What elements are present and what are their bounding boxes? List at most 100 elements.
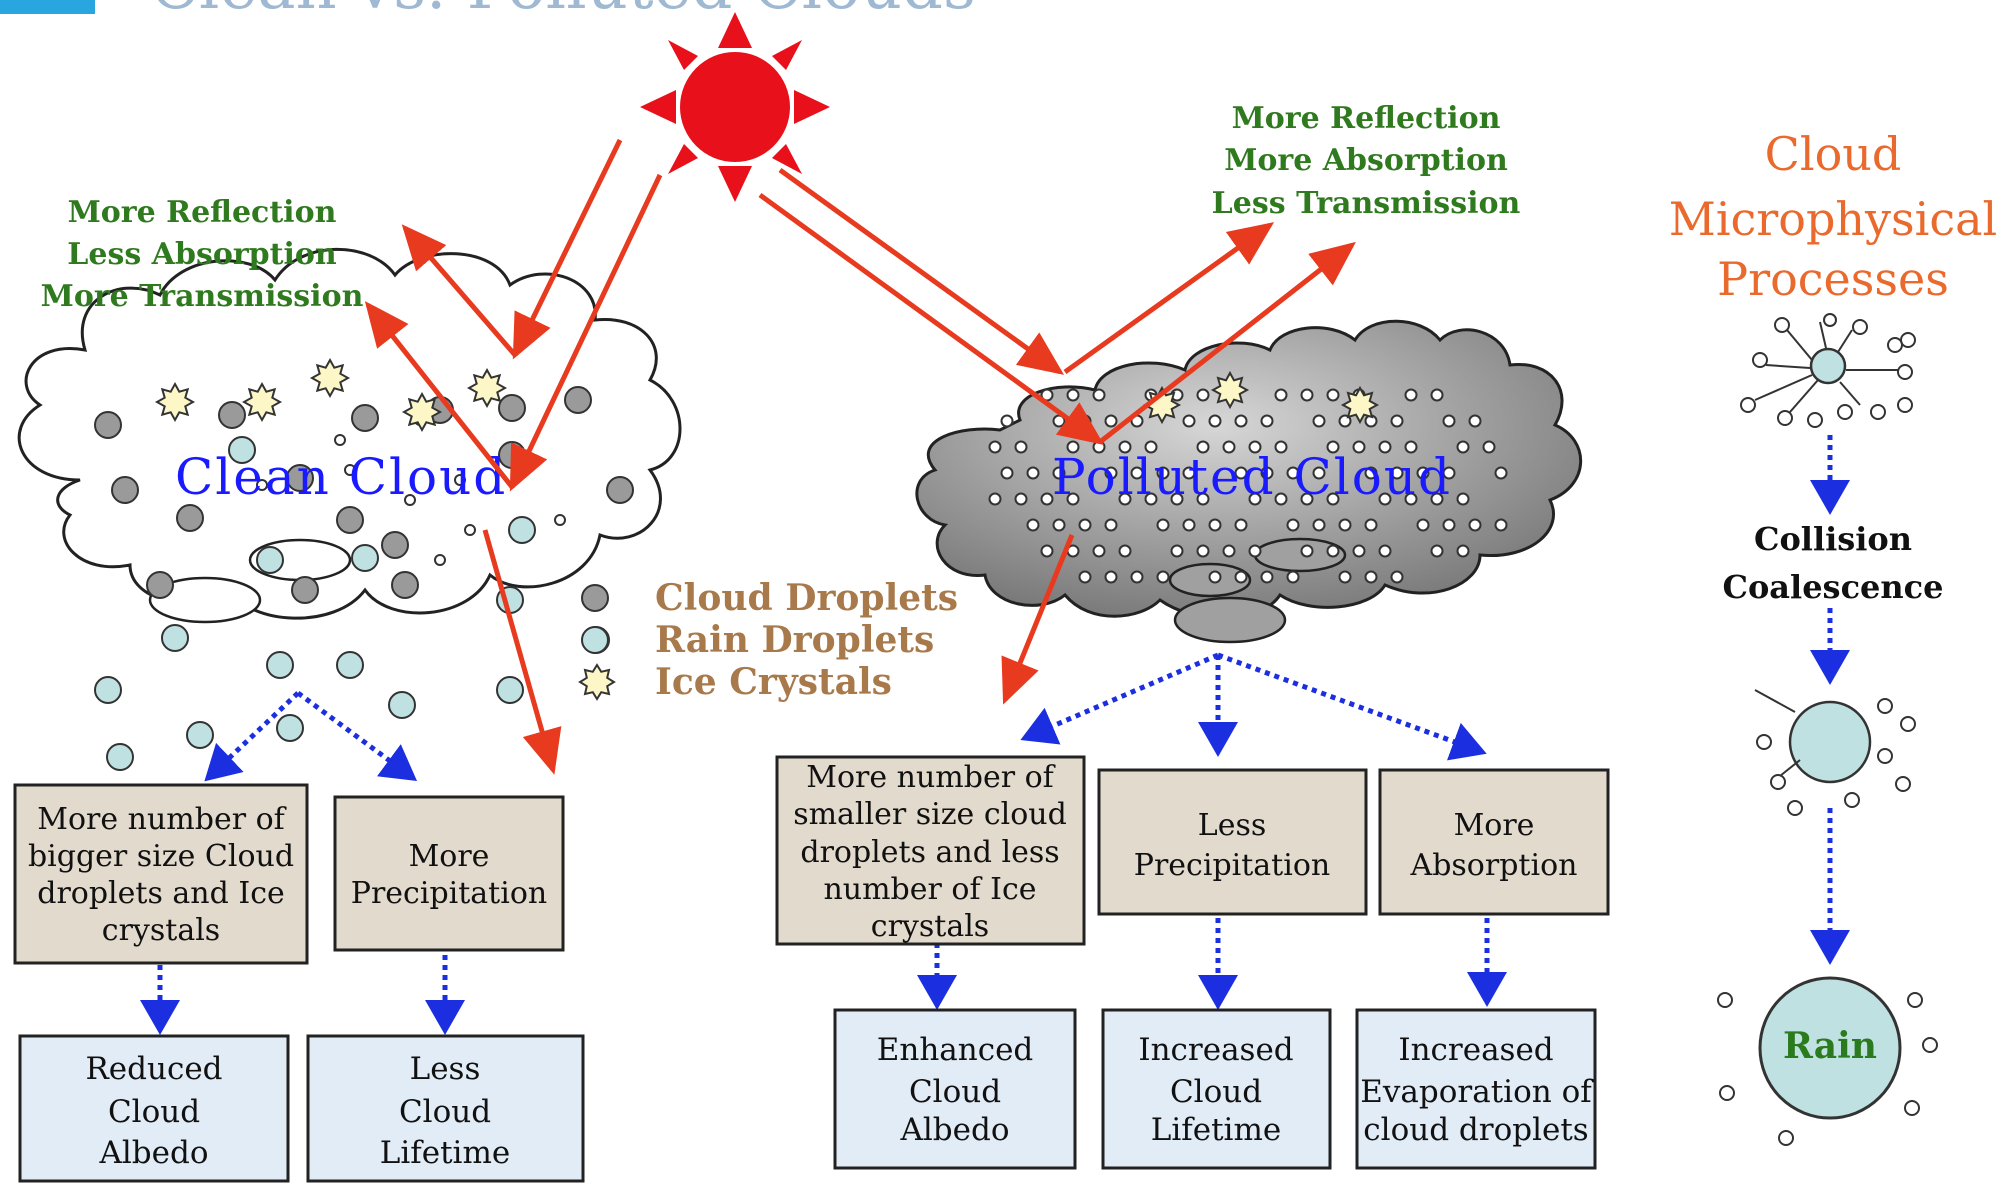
polluted-result-3-line-3: cloud droplets (1363, 1112, 1588, 1148)
polluted-droplet (1234, 570, 1248, 584)
cloud-droplet-small (464, 524, 476, 536)
polluted-droplet (1078, 414, 1092, 428)
polluted-result-2-line-1: Increased (1138, 1032, 1293, 1068)
polluted-droplet (1404, 440, 1418, 454)
rain-droplet (496, 676, 524, 704)
rain-droplet (388, 691, 416, 719)
polluted-droplet (1494, 466, 1508, 480)
polluted-result-2-line-2: Cloud (1170, 1074, 1262, 1110)
microphysics-title-line-3: Processes (1717, 252, 1949, 306)
polluted-droplet (1378, 544, 1392, 558)
clean-result-1-line-3: Albedo (99, 1135, 209, 1171)
particles (94, 357, 1508, 771)
cloud-droplet-small (344, 464, 356, 476)
cloud-droplet (286, 464, 314, 492)
polluted-droplet (1312, 466, 1326, 480)
polluted-droplet (1326, 440, 1340, 454)
polluted-droplet (1326, 388, 1340, 402)
polluted-droplet (1104, 518, 1118, 532)
clean-box-2-line-2: Precipitation (351, 876, 547, 911)
polluted-droplet (1208, 518, 1222, 532)
clean-box-1-line-4: crystals (102, 913, 220, 948)
polluted-droplet (1274, 440, 1288, 454)
polluted-droplet (1014, 440, 1028, 454)
polluted-box-1-line-5: crystals (871, 909, 989, 944)
polluted-droplet (1118, 544, 1132, 558)
cloud-droplet-icon (581, 584, 609, 612)
polluted-droplet (1170, 492, 1184, 506)
cloud-droplet (381, 531, 409, 559)
cloud-droplet (146, 571, 174, 599)
polluted-droplet (988, 440, 1002, 454)
clean-box-1-line-2: bigger size Cloud (28, 839, 294, 874)
polluted-arrow-to-box1 (1020, 652, 1219, 745)
polluted-droplet (1000, 414, 1014, 428)
polluted-droplet (1000, 466, 1014, 480)
polluted-box-3-line-1: More (1454, 808, 1535, 843)
cloud-droplet-small (256, 479, 268, 491)
polluted-droplet (1248, 492, 1262, 506)
polluted-box-2-line-1: Less (1198, 808, 1266, 843)
microphysics-title: Cloud Microphysical Processes (1669, 127, 1998, 306)
polluted-incoming-arrow-2 (758, 192, 1105, 445)
clean-result-1: Reduced Cloud Albedo (18, 1034, 290, 1183)
polluted-droplet (1196, 544, 1210, 558)
ice-crystal (309, 357, 351, 399)
clean-box-1-line-3: droplets and Ice (37, 876, 285, 911)
polluted-droplet (1104, 466, 1118, 480)
polluted-droplet (1300, 492, 1314, 506)
polluted-droplet (1182, 414, 1196, 428)
clean-box-1-line-1: More number of (37, 802, 286, 837)
polluted-droplet (1014, 492, 1028, 506)
polluted-effect-2: More Absorption (1224, 143, 1508, 178)
cloud-droplet (111, 476, 139, 504)
clean-transmission-arrow (509, 173, 663, 492)
polluted-droplet (1390, 570, 1404, 584)
cloud-droplet (291, 576, 319, 604)
clean-reflection-arrow-2 (364, 301, 514, 489)
polluted-droplet (1078, 518, 1092, 532)
polluted-droplet (1208, 414, 1222, 428)
polluted-result-1-line-1: Enhanced (877, 1032, 1034, 1068)
polluted-droplet (1416, 518, 1430, 532)
polluted-droplet (1338, 518, 1352, 532)
polluted-droplet (1390, 466, 1404, 480)
clean-result-2: Less Cloud Lifetime (306, 1034, 585, 1183)
polluted-result-1-line-2: Cloud (909, 1074, 1001, 1110)
ice-crystal-icon (578, 663, 616, 701)
rain-droplet (186, 721, 214, 749)
polluted-droplet (1326, 492, 1340, 506)
polluted-droplet (1104, 570, 1118, 584)
ice-crystal (1142, 385, 1182, 425)
polluted-droplet (1338, 414, 1352, 428)
cloud-droplet-small (554, 514, 566, 526)
polluted-droplet (1300, 544, 1314, 558)
polluted-droplet (1300, 388, 1314, 402)
clean-result-2-line-2: Cloud (399, 1094, 491, 1130)
polluted-droplet (1494, 518, 1508, 532)
polluted-droplet (1312, 414, 1326, 428)
ice-crystal (466, 367, 508, 409)
polluted-droplet (1326, 544, 1340, 558)
polluted-droplet (1144, 492, 1158, 506)
ice-crystal (1340, 385, 1380, 425)
clean-down-arrow (482, 529, 562, 775)
polluted-droplet (1234, 466, 1248, 480)
polluted-box-1-line-1: More number of (806, 760, 1055, 795)
polluted-droplet (1182, 466, 1196, 480)
polluted-droplet (1286, 466, 1300, 480)
polluted-box-1-line-4: number of Ice (823, 872, 1036, 907)
polluted-droplet (1404, 388, 1418, 402)
rain-droplet-icon (581, 626, 609, 654)
polluted-droplet (1234, 518, 1248, 532)
cloud-droplet-small (334, 434, 346, 446)
cloud-droplet (218, 401, 246, 429)
cloud-droplet-small (404, 494, 416, 506)
polluted-droplet (1196, 440, 1210, 454)
polluted-droplet (1196, 388, 1210, 402)
clean-cloud-label: Clean Cloud (175, 448, 507, 506)
polluted-box-2-line-2: Precipitation (1134, 848, 1330, 883)
polluted-droplet (1442, 518, 1456, 532)
clean-incoming-arrow (512, 138, 623, 360)
ice-crystal (401, 391, 443, 433)
